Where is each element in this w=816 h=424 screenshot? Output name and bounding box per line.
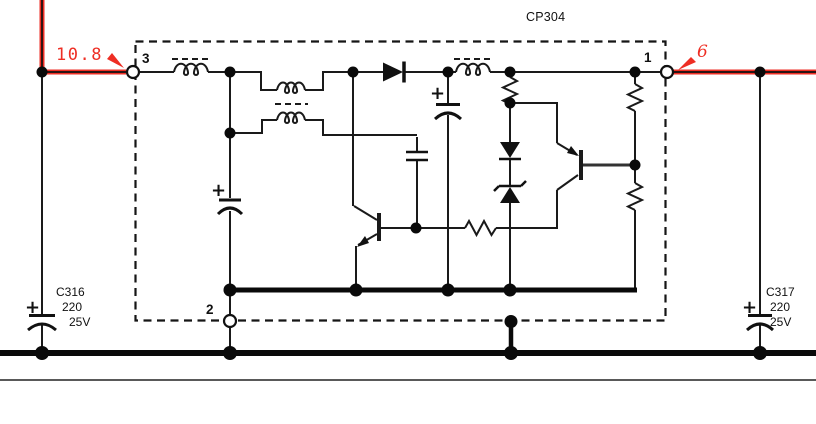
pin-1-label: 1	[644, 50, 652, 65]
capacitor-polarity-mark: +	[211, 180, 227, 201]
ferrite-bead-icon	[454, 58, 492, 76]
electrolytic-capacitor-icon	[216, 198, 244, 216]
diode-icon	[499, 142, 521, 161]
junction-dots	[35, 66, 767, 360]
pin-2-label: 2	[206, 302, 214, 317]
pin-3-terminal	[125, 64, 141, 80]
c316-capacitance-label: 220	[62, 300, 83, 314]
resistor-icon	[625, 83, 645, 112]
capacitor-icon	[406, 150, 428, 162]
c316-ref-label: C316	[56, 285, 85, 299]
input-voltage-value: 10.8	[56, 45, 103, 65]
resistor-icon	[500, 76, 520, 105]
electrolytic-capacitor-c316-icon	[27, 314, 57, 332]
resistor-icon	[464, 218, 497, 238]
electrolytic-capacitor-c317-icon	[745, 314, 775, 332]
c317-polarity-mark: +	[742, 297, 758, 318]
rectifier-diode-icon	[383, 61, 406, 83]
component-label: CP304	[526, 10, 566, 24]
c317-voltage-label: 25V	[770, 315, 792, 329]
electrolytic-capacitor-icon	[433, 103, 463, 121]
input-arrow-icon	[107, 53, 124, 68]
resistor-icon	[625, 182, 645, 211]
ferrite-bead-icon	[172, 58, 210, 76]
pin-2-terminal	[222, 313, 238, 329]
c317-capacitance-label: 220	[770, 300, 791, 314]
wires	[41, 71, 761, 353]
npn-transistor-icon	[353, 205, 416, 247]
pnp-transistor-icon	[556, 142, 635, 191]
c316-polarity-mark: +	[25, 297, 41, 318]
output-voltage-value: 6	[697, 42, 708, 62]
c317-ref-label: C317	[766, 285, 795, 299]
pin-1-terminal	[659, 64, 675, 80]
pin-3-label: 3	[142, 51, 150, 66]
c316-voltage-label: 25V	[69, 315, 91, 329]
cp304-boundary-box	[134, 40, 667, 322]
output-arrow-icon	[678, 57, 696, 70]
ground-pin-terminal	[504, 315, 518, 328]
zener-diode-icon	[493, 180, 527, 203]
transformer-icon	[275, 81, 308, 124]
capacitor-polarity-mark: +	[430, 83, 446, 104]
